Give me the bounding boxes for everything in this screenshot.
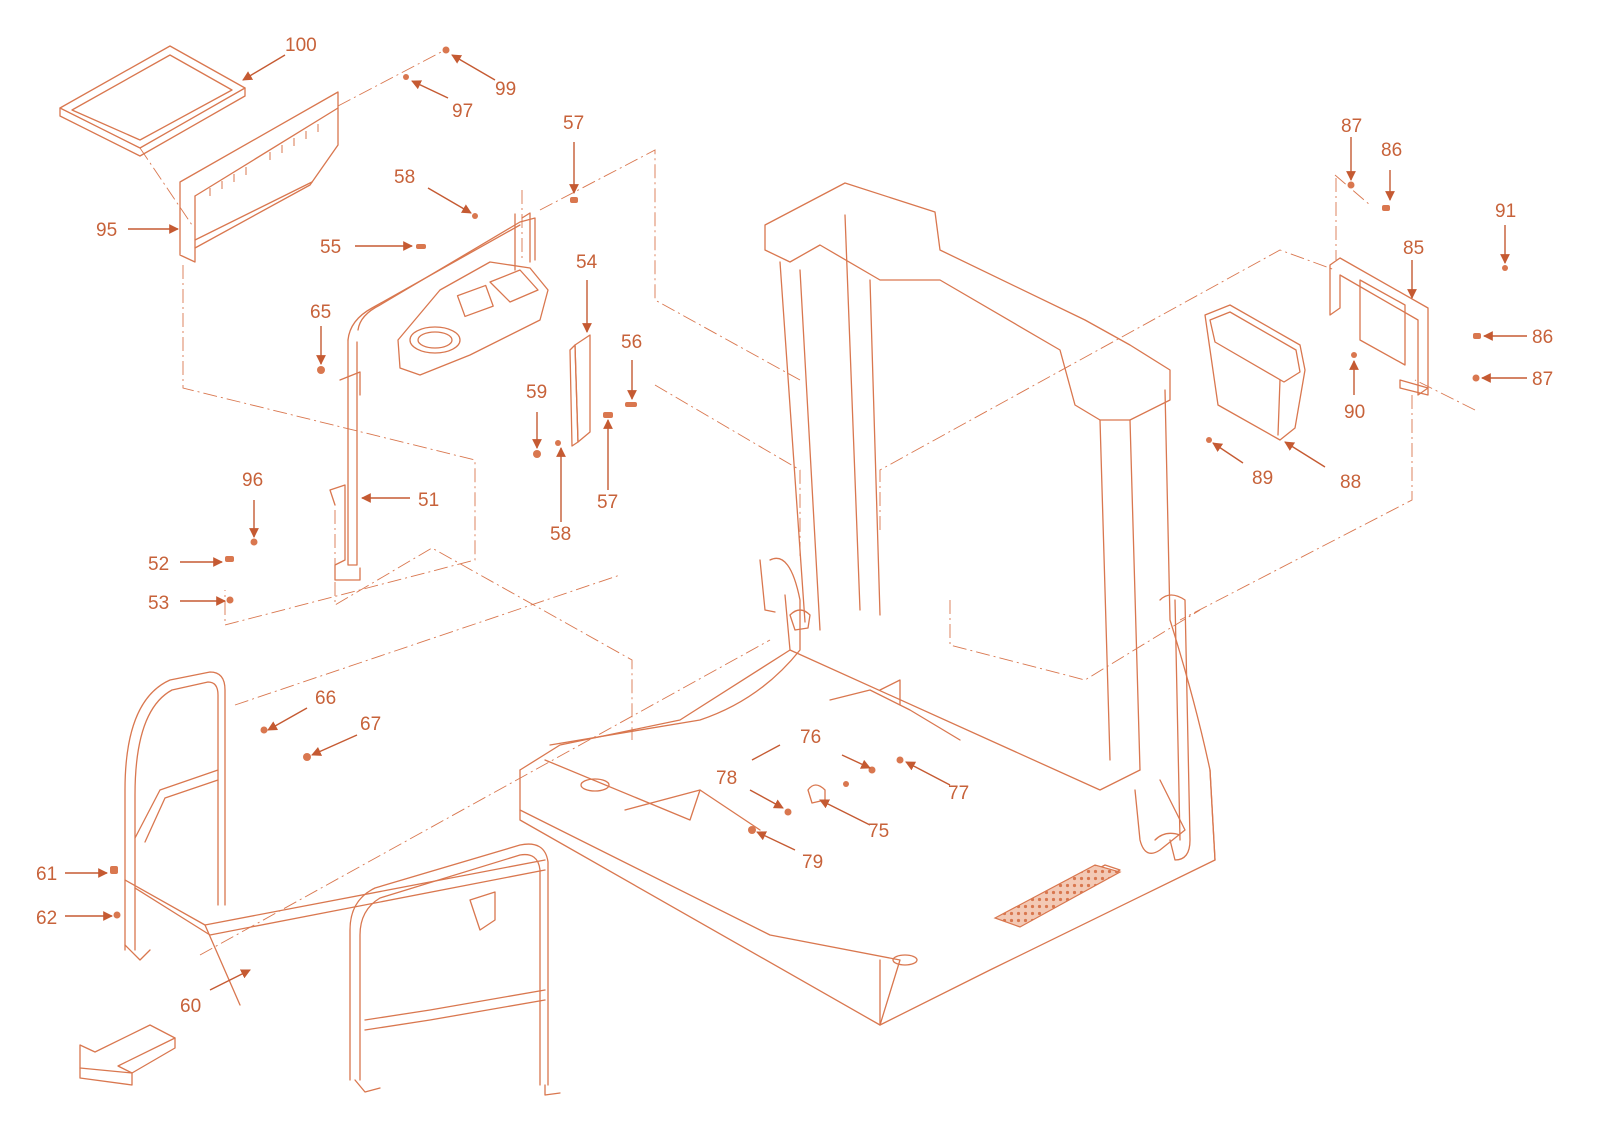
callout-99: 99 bbox=[495, 79, 516, 100]
callout-52: 52 bbox=[148, 554, 169, 575]
assembly-lines bbox=[139, 49, 1476, 956]
tray-100 bbox=[59, 45, 246, 157]
callout-89: 89 bbox=[1252, 468, 1273, 489]
callout-55: 55 bbox=[320, 237, 341, 258]
callout-57-bottom: 57 bbox=[597, 492, 618, 513]
callout-86-right: 86 bbox=[1532, 327, 1553, 348]
console-51 bbox=[329, 212, 549, 581]
hardware bbox=[110, 46, 1508, 919]
callout-58-bottom: 58 bbox=[550, 524, 571, 545]
callout-61: 61 bbox=[36, 864, 57, 885]
callout-65: 65 bbox=[310, 302, 331, 323]
callout-87-right: 87 bbox=[1532, 369, 1553, 390]
panel-95 bbox=[179, 91, 339, 263]
callout-85: 85 bbox=[1403, 238, 1424, 259]
callout-54: 54 bbox=[576, 252, 598, 273]
callout-59: 59 bbox=[526, 382, 547, 403]
callout-75: 75 bbox=[868, 821, 889, 842]
callout-62: 62 bbox=[36, 908, 57, 929]
callout-60: 60 bbox=[180, 996, 201, 1017]
callout-labels: 100 99 97 95 58 57 55 65 54 56 59 58 57 … bbox=[36, 35, 1553, 1017]
leader-lines bbox=[65, 54, 1527, 991]
callout-77: 77 bbox=[948, 783, 969, 804]
callout-97: 97 bbox=[452, 101, 473, 122]
callout-95: 95 bbox=[96, 220, 117, 241]
step-tread bbox=[993, 864, 1122, 928]
callout-87-top: 87 bbox=[1341, 116, 1362, 137]
callout-90: 90 bbox=[1344, 402, 1365, 423]
callout-96: 96 bbox=[242, 470, 263, 491]
bracket-54 bbox=[569, 334, 591, 447]
callout-86-top: 86 bbox=[1381, 140, 1402, 161]
callout-56: 56 bbox=[621, 332, 642, 353]
callout-79: 79 bbox=[802, 852, 823, 873]
callout-57-top: 57 bbox=[563, 113, 584, 134]
cab-frame bbox=[519, 182, 1216, 1026]
box-88 bbox=[1204, 304, 1306, 441]
callout-78: 78 bbox=[716, 768, 737, 789]
bracket-85 bbox=[1329, 257, 1429, 396]
callout-100: 100 bbox=[285, 35, 317, 56]
callout-66: 66 bbox=[315, 688, 336, 709]
callout-67: 67 bbox=[360, 714, 381, 735]
callout-58-top: 58 bbox=[394, 167, 415, 188]
handrail-60 bbox=[124, 671, 561, 1096]
callout-91: 91 bbox=[1495, 201, 1516, 222]
callout-76: 76 bbox=[800, 727, 821, 748]
front-direction-arrow-icon bbox=[79, 1024, 176, 1086]
callout-53: 53 bbox=[148, 593, 169, 614]
callout-51: 51 bbox=[418, 490, 439, 511]
callout-88: 88 bbox=[1340, 472, 1361, 493]
